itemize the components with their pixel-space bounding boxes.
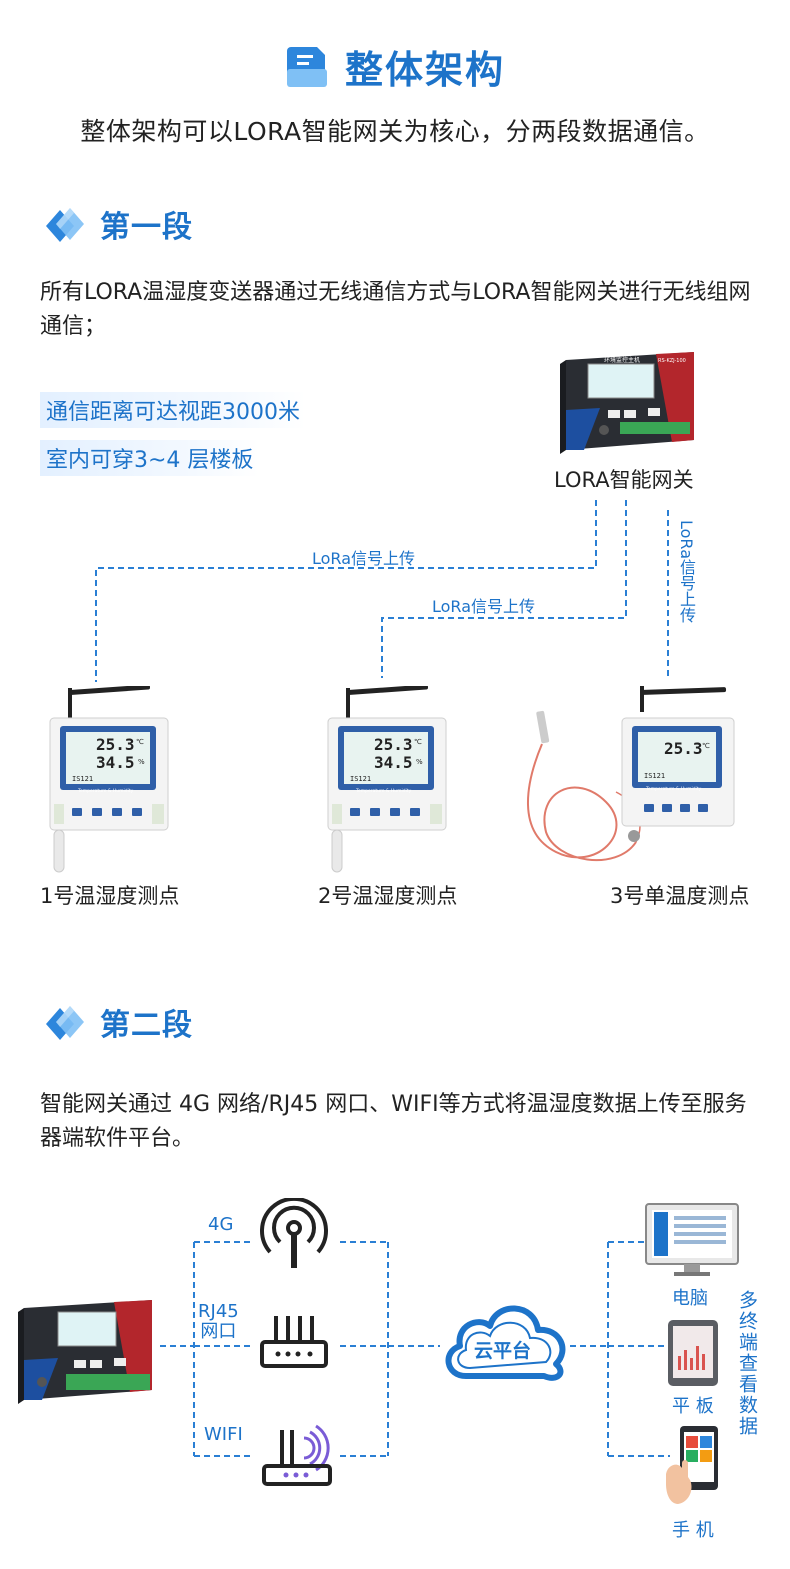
sensor-3-temp-unit: ℃ [702,742,710,750]
lora-links [95,500,669,682]
link-label-3: LoRa信号上传 [677,520,696,623]
page-title-text: 整体架构 [344,47,505,92]
sensor-2-caption: Temperature & Humidity [355,788,412,794]
sensor-3-device: 25.3 ℃ IS121 Temperature & Humidity [516,682,736,878]
section2-heading: 第二段 [42,1000,193,1044]
cloud-icon [445,1305,566,1381]
phone-icon [666,1426,718,1504]
channel-rj45-label: RJ45 网口 [198,1301,239,1342]
sensor-3-label: 3号单温度测点 [610,884,750,908]
sensor-2-label: 2号温湿度测点 [318,884,458,908]
sensor-1-temp: 25.3 [96,735,135,754]
sensor-1-hum-unit: % [138,758,145,766]
gateway-panel-text: 环境监控主机 [604,356,640,364]
section2-title: 第二段 [100,1008,193,1043]
terminal-phone-label: 手 机 [672,1520,714,1541]
sensor-3-caption: Temperature & Humidity [645,786,702,792]
highlight-distance: 通信距离可达视距3000米 [40,392,306,428]
section1-title: 第一段 [100,210,193,245]
sensor-1-hum: 34.5 [96,753,135,772]
channel-4g-label: 4G [208,1214,234,1235]
lora-link-2 [381,500,627,678]
terminal-pc-label: 电脑 [672,1288,708,1309]
gateway-label: LORA智能网关 [554,468,694,492]
intro-text: 整体架构可以LORA智能网关为核心，分两段数据通信。 [80,117,710,146]
sensor-2-temp: 25.3 [374,735,413,754]
wifi-router-icon [262,1424,332,1486]
page-title: 整体架构 [0,38,790,94]
highlight-floors: 室内可穿3~4 层楼板 [40,440,260,476]
terminal-tablet-label: 平 板 [672,1396,714,1417]
channel-wifi-label: WIFI [204,1424,243,1445]
upload-links [160,1241,670,1457]
sensor-1-label: 1号温湿度测点 [40,884,180,908]
link-label-2: LoRa信号上传 [432,597,535,616]
sensor-2-temp-unit: ℃ [414,738,422,746]
sensor-1-caption: Temperature & Humidity [77,788,134,794]
sensor-3-temp: 25.3 [664,739,703,758]
router-icon [260,1316,328,1368]
lora-gateway-device: 环境监控主机 RS-KZJ-100 [560,352,694,454]
sensor-1-code: IS121 [72,775,93,783]
section1-heading: 第一段 [42,202,193,246]
antenna-tower-icon [260,1198,328,1268]
document-icon [286,47,327,87]
sensor-2-hum-unit: % [416,758,423,766]
diamond-tag-icon [46,1006,84,1040]
cloud-label: 云平台 [474,1340,532,1362]
tablet-icon [668,1320,718,1386]
link-label-1: LoRa信号上传 [312,549,415,568]
gateway-device-2 [18,1300,152,1404]
sensor-3-code: IS121 [644,772,665,780]
multi-terminal-caption: 多终端查看数据 [736,1290,758,1437]
sensor-2-hum: 34.5 [374,753,413,772]
diamond-tag-icon [46,208,84,242]
sensor-1-device: 25.3 ℃ 34.5 % IS121 Temperature & Humidi… [48,684,172,876]
monitor-icon [645,1203,739,1276]
sensor-2-code: IS121 [350,775,371,783]
sensor-1-temp-unit: ℃ [136,738,144,746]
lora-link-1 [95,500,597,682]
gateway-model-text: RS-KZJ-100 [658,358,686,364]
section1-description: 所有LORA温湿度变送器通过无线通信方式与LORA智能网关进行无线组网通信； [40,280,751,339]
sensor-2-device: 25.3 ℃ 34.5 % IS121 Temperature & Humidi… [326,684,450,876]
section2-description: 智能网关通过 4G 网络/RJ45 网口、WIFI等方式将温湿度数据上传至服务器… [40,1092,747,1151]
